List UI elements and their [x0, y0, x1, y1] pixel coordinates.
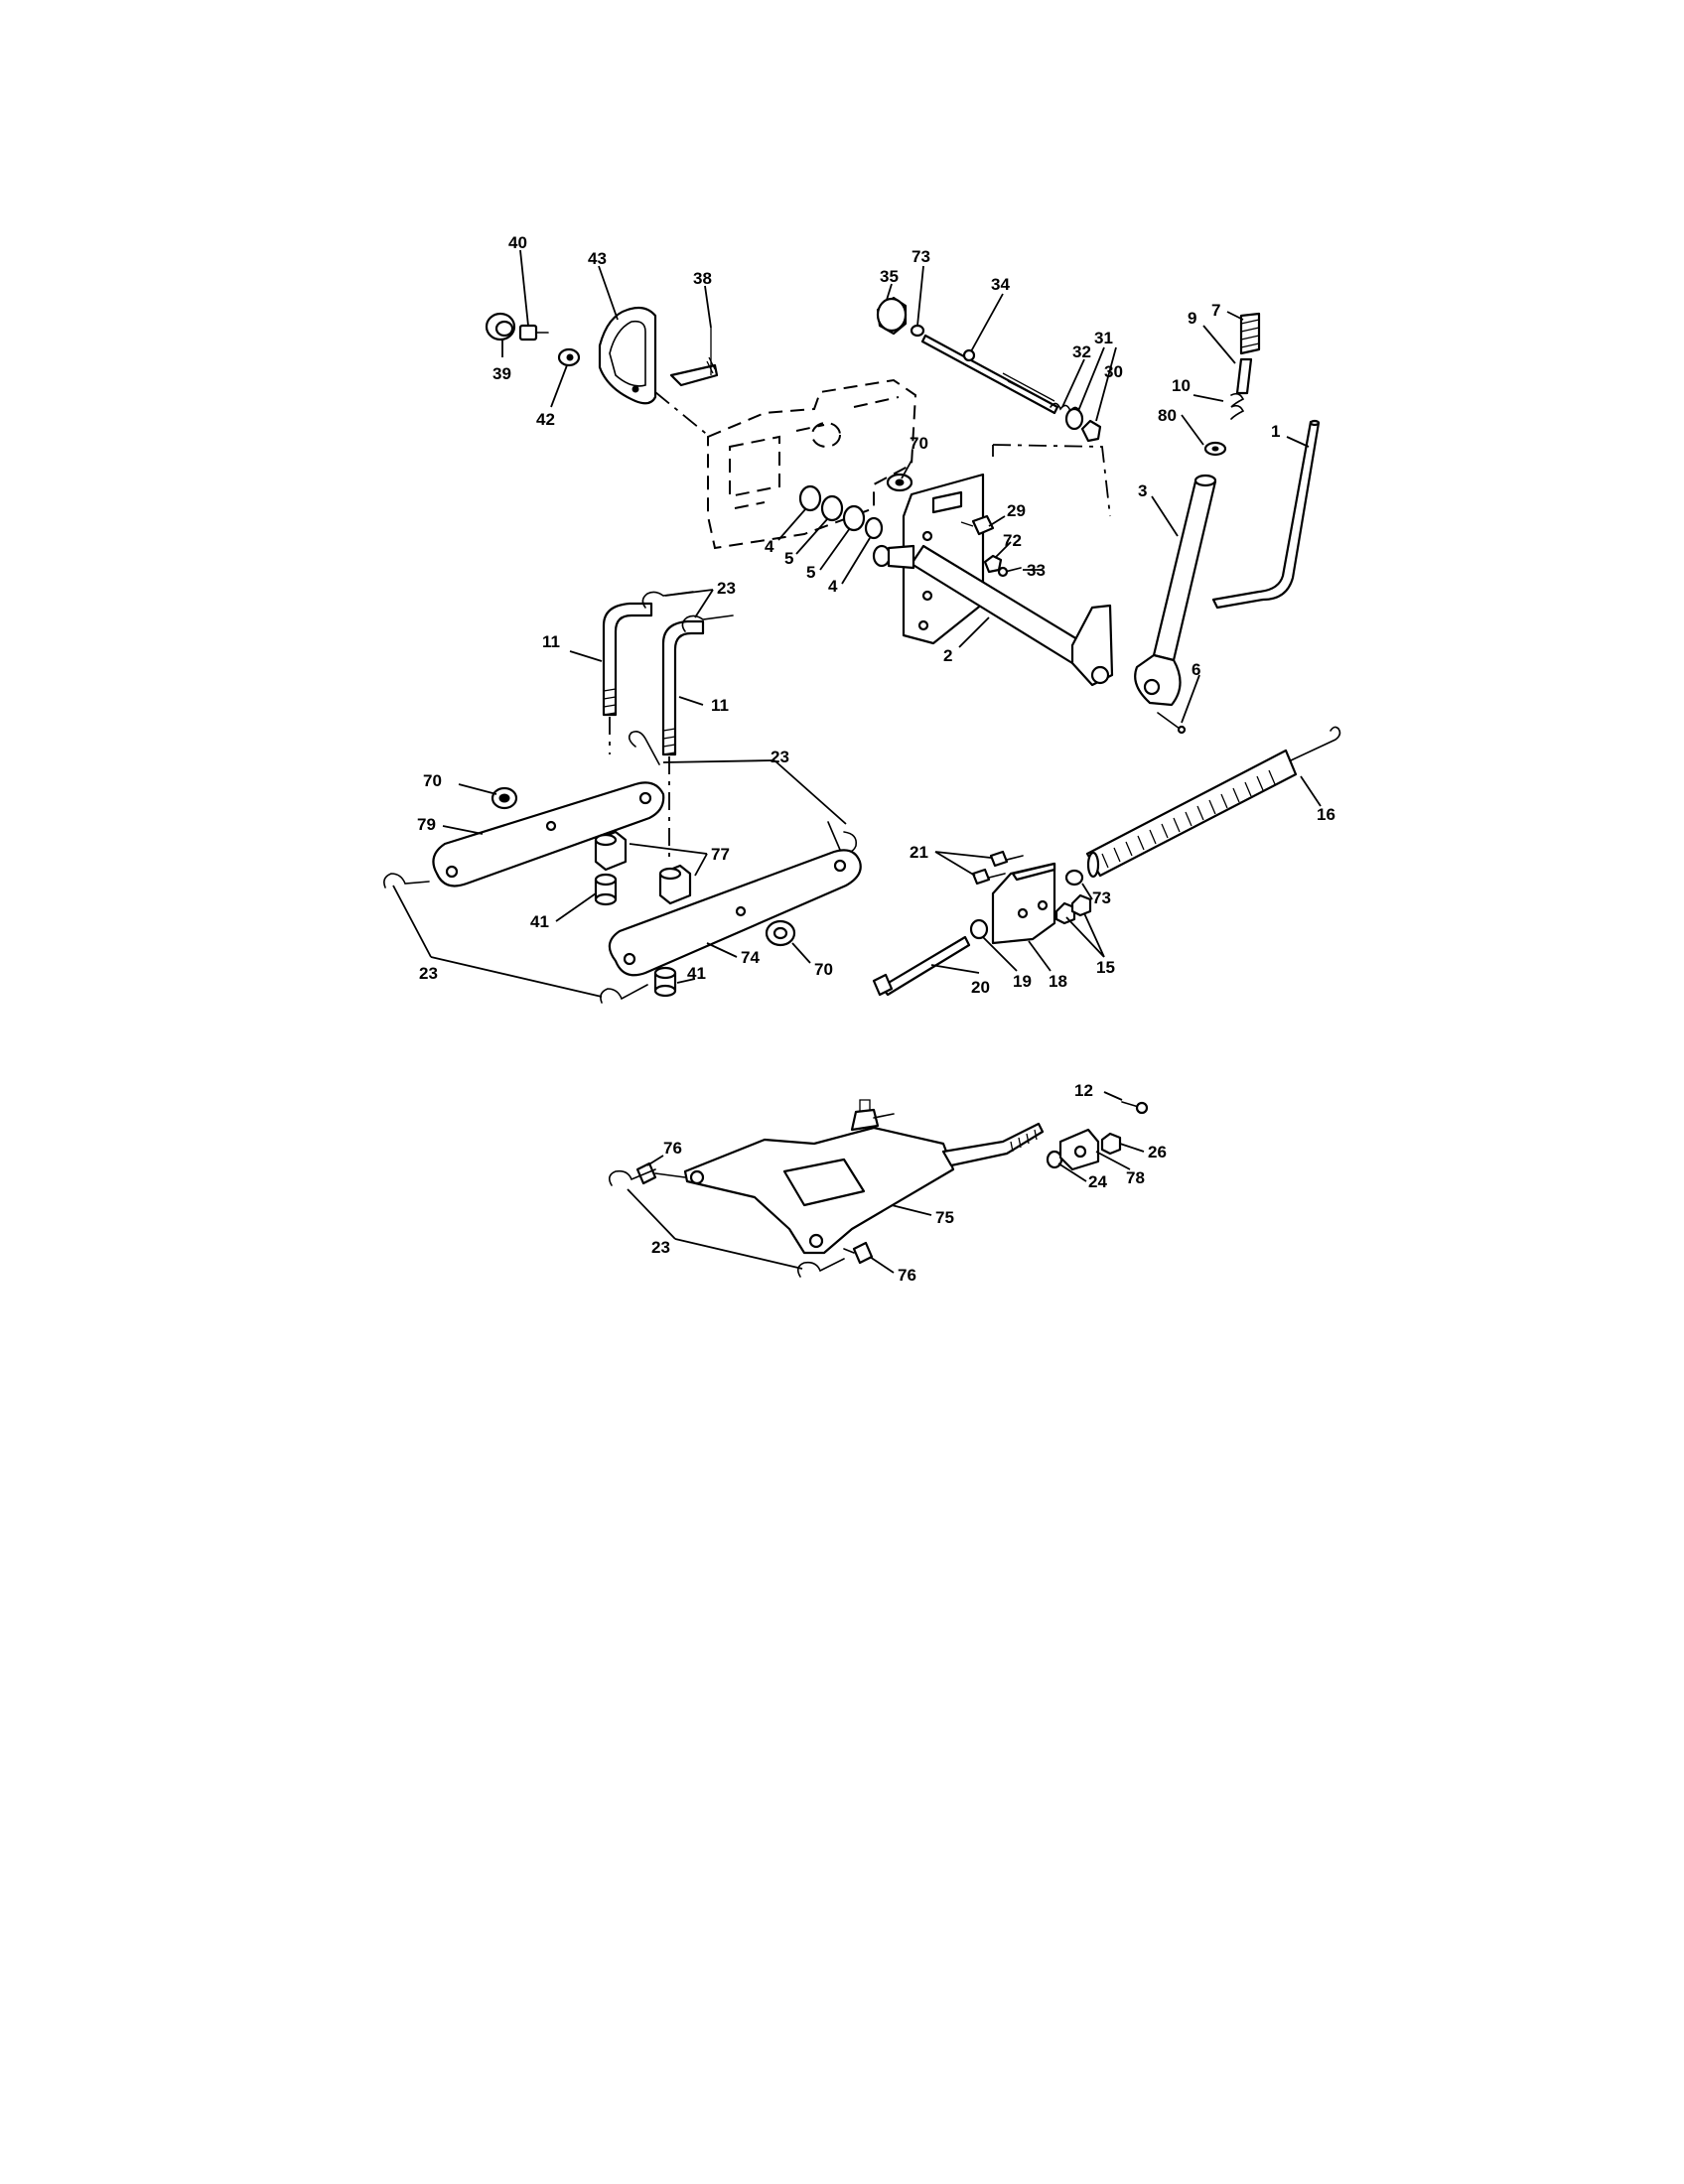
callout-23: 23: [771, 748, 789, 766]
callout-41: 41: [687, 964, 706, 983]
callout-76: 76: [898, 1266, 916, 1285]
callout-10: 10: [1172, 376, 1191, 395]
callout-31: 31: [1094, 329, 1113, 347]
callout-26: 26: [1148, 1143, 1167, 1161]
adjust-rod-34: [876, 296, 1111, 517]
callout-labels: 40 43 38 39 42 35 73 34 32 31 30 7 9 10 …: [417, 233, 1335, 1285]
callout-5: 5: [806, 563, 815, 582]
callout-76: 76: [663, 1139, 682, 1158]
callout-38: 38: [693, 269, 712, 288]
callout-34: 34: [991, 275, 1010, 294]
callout-32: 32: [1072, 342, 1091, 361]
lift-links-11: [602, 591, 858, 864]
callout-70: 70: [423, 771, 442, 790]
callout-40: 40: [508, 233, 527, 252]
knob-assembly: [485, 306, 719, 438]
callout-30: 30: [1104, 362, 1123, 381]
callout-5: 5: [784, 549, 793, 568]
callout-4: 4: [765, 537, 774, 556]
callout-73: 73: [1092, 888, 1111, 907]
callout-23: 23: [717, 579, 736, 598]
callout-16: 16: [1317, 805, 1335, 824]
callout-18: 18: [1049, 972, 1067, 991]
front-bracket-75: [608, 1099, 1149, 1278]
callout-75: 75: [935, 1208, 954, 1227]
cross-shaft-2: [798, 473, 1114, 687]
callout-4: 4: [828, 577, 838, 596]
frame-dashed: [707, 378, 917, 550]
callout-80: 80: [1158, 406, 1177, 425]
callout-33: 33: [1027, 561, 1046, 580]
callout-41: 41: [530, 912, 549, 931]
callout-1: 1: [1271, 422, 1280, 441]
callout-70: 70: [814, 960, 833, 979]
callout-20: 20: [971, 978, 990, 997]
callout-42: 42: [536, 410, 555, 429]
callout-39: 39: [492, 364, 511, 383]
callout-35: 35: [880, 267, 899, 286]
callout-3: 3: [1138, 481, 1147, 500]
callout-43: 43: [588, 249, 607, 268]
callout-78: 78: [1126, 1168, 1145, 1187]
callout-74: 74: [741, 948, 760, 967]
callout-23: 23: [419, 964, 438, 983]
callout-9: 9: [1188, 309, 1196, 328]
callout-12: 12: [1074, 1081, 1093, 1100]
spring-assembly: [872, 726, 1341, 997]
callout-72: 72: [1003, 531, 1022, 550]
callout-15: 15: [1096, 958, 1115, 977]
callout-7: 7: [1211, 301, 1220, 320]
callout-70: 70: [910, 434, 928, 453]
callout-6: 6: [1192, 660, 1200, 679]
callout-23: 23: [651, 1238, 670, 1257]
callout-11: 11: [542, 632, 560, 651]
leader-lines: [392, 249, 1322, 1274]
lift-arms: [383, 781, 862, 1004]
callout-2: 2: [943, 646, 952, 665]
callout-29: 29: [1007, 501, 1026, 520]
callout-24: 24: [1088, 1172, 1107, 1191]
callout-19: 19: [1013, 972, 1032, 991]
callout-11: 11: [711, 696, 729, 715]
lift-lever-3: [1134, 312, 1321, 735]
callout-21: 21: [910, 843, 928, 862]
callout-73: 73: [912, 247, 930, 266]
callout-77: 77: [711, 845, 730, 864]
callout-79: 79: [417, 815, 436, 834]
